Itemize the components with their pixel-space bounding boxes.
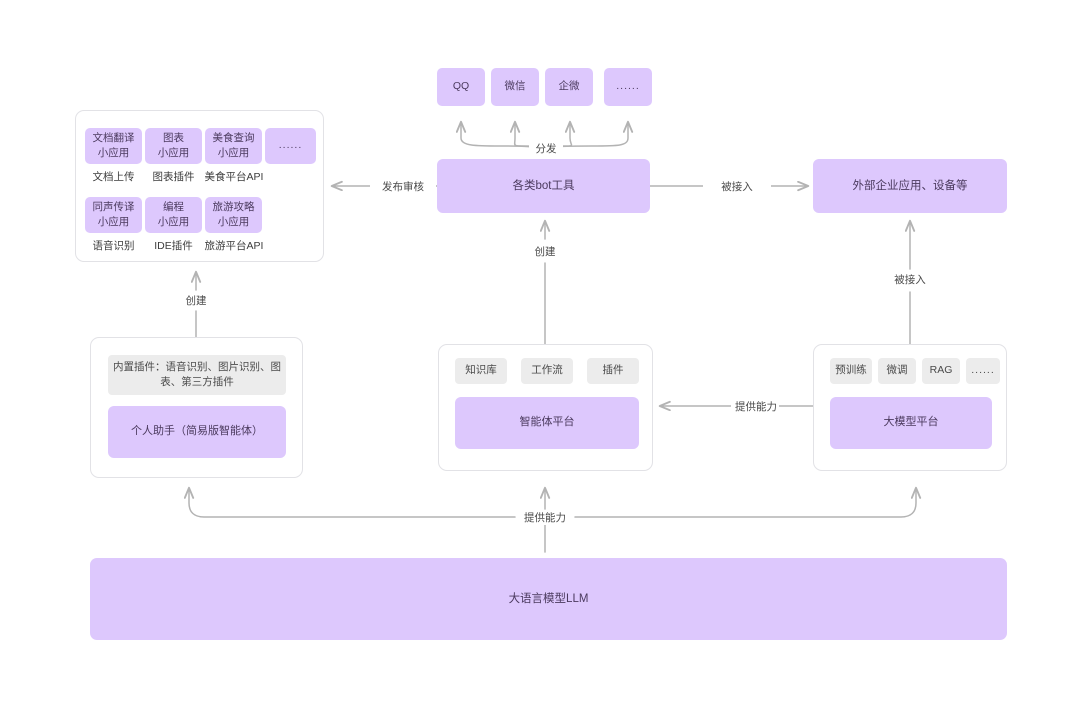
edge-label-integrated-up: 被接入 [888,272,932,287]
small-app-caption-ide-plugin: IDE插件 [154,240,193,252]
node-label: 各类bot工具 [512,179,575,192]
chip-others[interactable]: ...... [966,358,1000,384]
small-app-coding[interactable]: 编程小应用 [145,197,202,233]
node-personal-assistant[interactable]: 个人助手（简易版智能体） [108,406,286,458]
node-bot-tools[interactable]: 各类bot工具 [437,159,650,213]
edge-label-provide-capability-mid: 提供能力 [731,399,779,414]
small-app-others-row1[interactable]: ...... [265,128,316,164]
small-app-food-search[interactable]: 美食查询小应用 [205,128,262,164]
node-label: 智能体平台 [519,416,575,429]
edge-label-create-app: 创建 [178,293,214,308]
small-app-label: 美食查询小应用 [212,131,255,159]
small-app-doc-translate[interactable]: 文档翻译小应用 [85,128,142,164]
edge-label-create-bot: 创建 [527,244,563,259]
node-label: 外部企业应用、设备等 [852,179,968,192]
builtin-plugins-note: 内置插件：语音识别、图片识别、图表、第三方插件 [108,355,286,395]
model-platform-panel: 预训练 微调 RAG ...... 大模型平台 [813,344,1007,471]
edge-label-integrated-right: 被接入 [703,179,771,194]
node-external-apps[interactable]: 外部企业应用、设备等 [813,159,1007,213]
small-app-chart[interactable]: 图表小应用 [145,128,202,164]
channel-box-wechat[interactable]: 微信 [491,68,539,106]
small-app-caption-doc-upload: 文档上传 [92,171,135,183]
small-apps-panel: 文档翻译小应用 文档上传 图表小应用 图表插件 美食查询小应用 美食平台API … [75,110,324,262]
channel-box-work-wechat[interactable]: 企微 [545,68,593,106]
node-llm-bar[interactable]: 大语言模型LLM [90,558,1007,640]
small-app-label: 编程小应用 [157,200,190,228]
node-label: 大模型平台 [883,416,939,429]
small-app-caption-speech-recognition: 语音识别 [92,240,135,252]
chip-pretrain[interactable]: 预训练 [830,358,872,384]
channel-label: 企微 [558,80,580,93]
edge-provide-bottom-to-model [574,488,916,518]
node-agent-platform[interactable]: 智能体平台 [455,397,639,449]
chip-plugin[interactable]: 插件 [587,358,639,384]
chip-workflow[interactable]: 工作流 [521,358,573,384]
small-app-caption-travel-api: 旅游平台API [204,240,264,252]
channel-label: ...... [616,80,640,93]
small-app-simultaneous-translation[interactable]: 同声传译小应用 [85,197,142,233]
channel-label: QQ [452,80,470,93]
node-label: 个人助手（简易版智能体） [131,425,263,438]
channel-box-others[interactable]: ...... [604,68,652,106]
small-app-label: 图表小应用 [157,131,190,159]
node-model-platform[interactable]: 大模型平台 [830,397,992,449]
personal-assistant-panel: 内置插件：语音识别、图片识别、图表、第三方插件 个人助手（简易版智能体） [90,337,303,478]
small-app-label: 旅游攻略小应用 [212,200,255,228]
small-app-travel-guide[interactable]: 旅游攻略小应用 [205,197,262,233]
edge-label-dispatch: 分发 [529,141,563,156]
channel-box-qq[interactable]: QQ [437,68,485,106]
chip-knowledge-base[interactable]: 知识库 [455,358,507,384]
channel-label: 微信 [504,80,526,93]
edge-label-publish-review: 发布审核 [370,179,436,194]
agent-platform-panel: 知识库 工作流 插件 智能体平台 [438,344,653,471]
edge-provide-bottom-to-assistant [189,488,516,518]
small-app-caption-chart-plugin: 图表插件 [152,171,195,183]
small-app-caption-food-api: 美食平台API [204,171,264,183]
edge-label-provide-capability-bottom: 提供能力 [519,510,571,525]
chip-rag[interactable]: RAG [922,358,960,384]
chip-finetune[interactable]: 微调 [878,358,916,384]
small-app-label: 同声传译小应用 [92,200,135,228]
small-app-label: ...... [278,139,303,152]
small-app-label: 文档翻译小应用 [92,131,135,159]
node-label: 大语言模型LLM [508,592,589,605]
